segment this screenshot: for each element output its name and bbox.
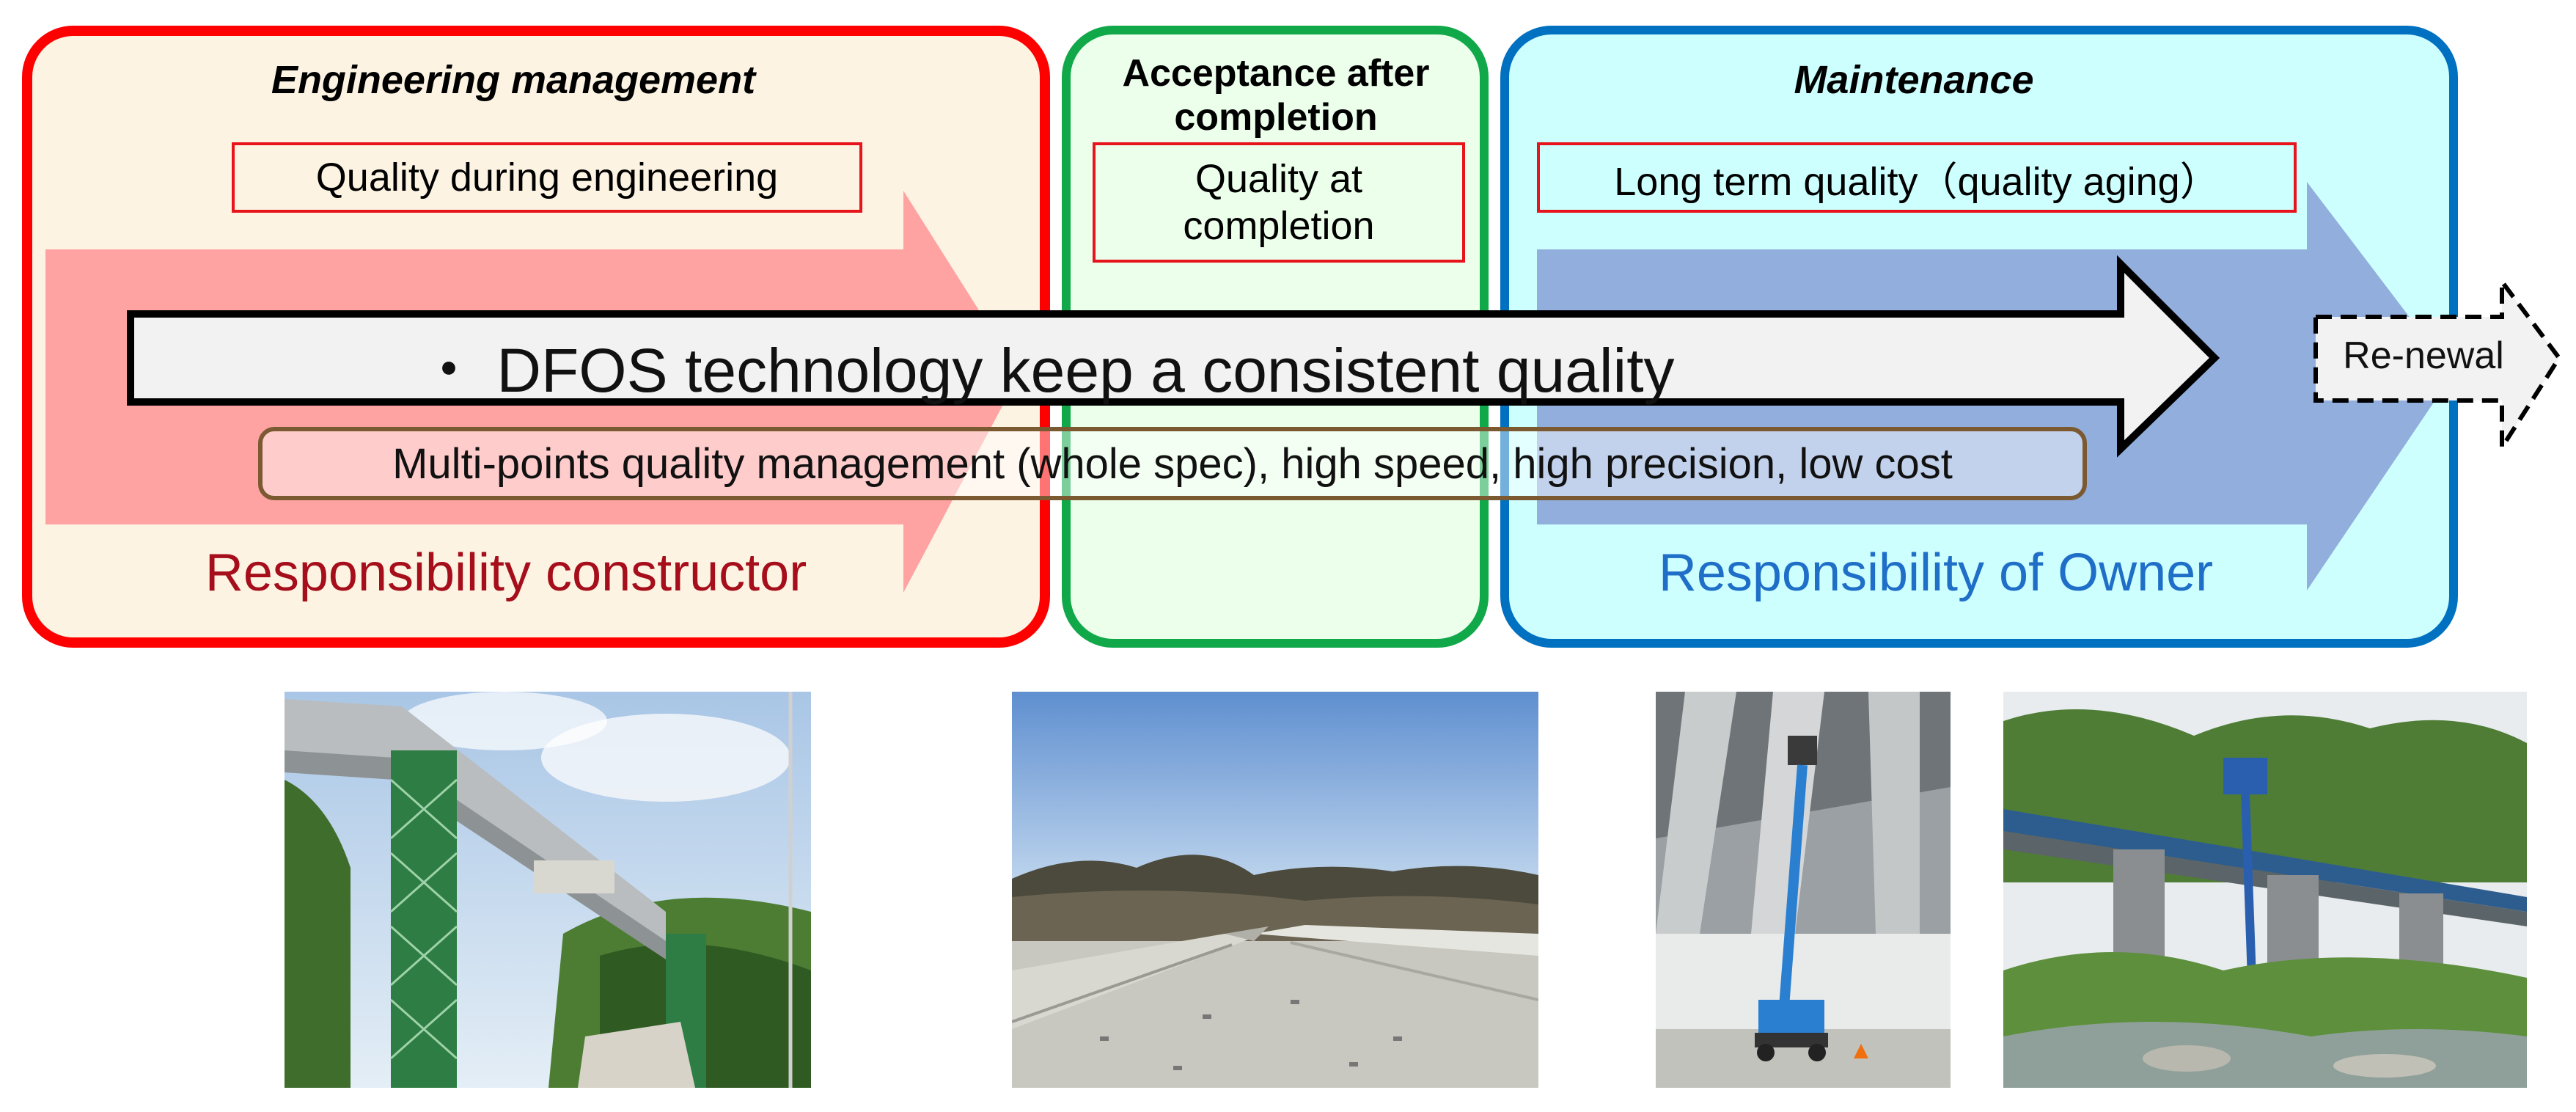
responsibility-owner-label: Responsibility of Owner xyxy=(1658,544,2214,602)
quality-during-engineering-box: Quality during engineering xyxy=(232,142,862,213)
responsibility-constructor-label: Responsibility constructor xyxy=(205,544,807,602)
features-box: Multi-points quality management (whole s… xyxy=(258,427,2087,500)
long-term-quality-label: Long term quality（quality aging） xyxy=(1614,159,2220,204)
dfos-arrow-label: ・ DFOS technology keep a consistent qual… xyxy=(418,336,1675,405)
bridge-inspection-photo xyxy=(2003,692,2527,1088)
renewal-arrow xyxy=(2313,275,2562,456)
bridge-underside-photo xyxy=(1656,692,1951,1088)
engineering-management-heading: Engineering management xyxy=(271,58,756,102)
long-term-quality-box: Long term quality（quality aging） xyxy=(1537,142,2297,213)
renewal-label: Re-newal xyxy=(2343,334,2504,377)
completed-bridge-photo xyxy=(1012,692,1538,1088)
dfos-main-arrow xyxy=(127,255,2220,458)
maintenance-heading: Maintenance xyxy=(1794,58,2034,102)
quality-at-completion-label: Quality at completion xyxy=(1183,157,1375,248)
acceptance-heading: Acceptance after completion xyxy=(1122,52,1430,139)
bridge-construction-photo xyxy=(285,692,811,1088)
quality-at-completion-box: Quality at completion xyxy=(1093,142,1465,263)
features-label: Multi-points quality management (whole s… xyxy=(392,439,1953,488)
quality-during-engineering-label: Quality during engineering xyxy=(315,156,779,200)
